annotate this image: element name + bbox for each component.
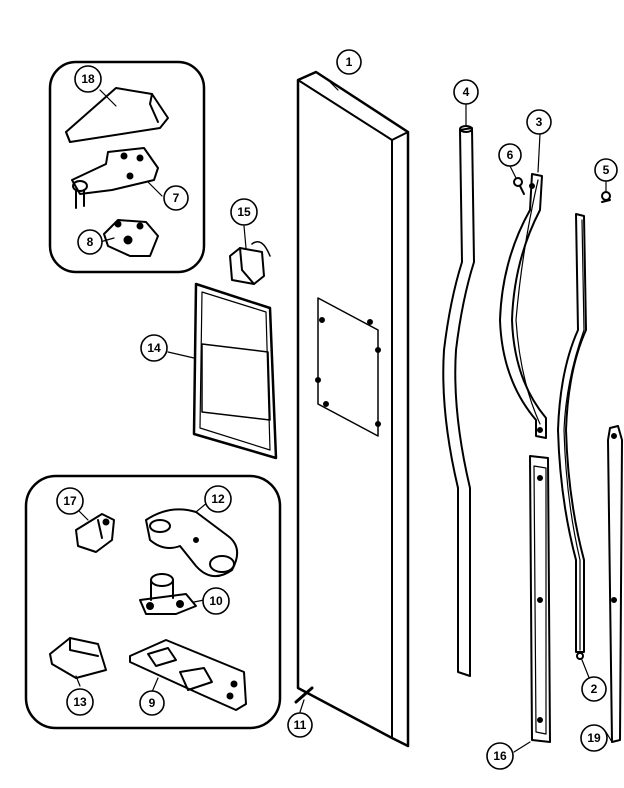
handle-part [499, 133, 547, 439]
handle-screw-part [509, 165, 525, 195]
svg-text:13: 13 [73, 695, 87, 709]
svg-text:12: 12 [211, 492, 225, 506]
svg-text:15: 15 [237, 205, 251, 219]
upper-hinge-inset [48, 60, 206, 274]
svg-text:7: 7 [173, 191, 180, 205]
door-panel-part [296, 70, 410, 748]
svg-text:11: 11 [294, 718, 307, 732]
callout-12: 12 [204, 485, 232, 513]
callout-11: 11 [287, 712, 313, 738]
callout-18: 18 [74, 65, 102, 93]
callout-layer: 1 2 3 4 5 6 7 8 9 10 11 12 13 14 15 16 1… [56, 49, 618, 770]
svg-text:3: 3 [536, 115, 543, 129]
callout-19: 19 [580, 724, 608, 752]
callout-15: 15 [230, 198, 258, 226]
hinge-cover-part [65, 87, 169, 143]
svg-text:4: 4 [463, 85, 470, 99]
handle-tube-part [442, 103, 475, 677]
small-screw-part [601, 181, 611, 203]
svg-text:6: 6 [507, 148, 514, 162]
callout-13: 13 [66, 688, 94, 716]
svg-text:10: 10 [209, 594, 223, 608]
trim-strip-part [513, 455, 551, 753]
callout-3: 3 [526, 109, 552, 135]
svg-text:1: 1 [346, 55, 353, 69]
top-hinge-plate-part [71, 147, 159, 209]
callout-2: 2 [581, 676, 607, 702]
svg-text:5: 5 [603, 163, 610, 177]
callout-7: 7 [163, 185, 189, 211]
hinge-shim-part [103, 219, 159, 257]
svg-text:8: 8 [87, 235, 94, 249]
svg-text:19: 19 [587, 731, 601, 745]
callout-9: 9 [139, 690, 165, 716]
screw-part [294, 686, 314, 713]
svg-text:16: 16 [493, 749, 507, 763]
callout-14: 14 [140, 334, 168, 362]
callout-6: 6 [498, 143, 522, 167]
svg-text:9: 9 [149, 696, 156, 710]
spacer-part [49, 637, 107, 679]
callout-16: 16 [486, 742, 514, 770]
lower-hinge-inset [24, 474, 282, 730]
callout-4: 4 [453, 79, 479, 105]
svg-text:14: 14 [147, 341, 161, 355]
handle-right-part [557, 213, 591, 681]
svg-text:17: 17 [63, 494, 77, 508]
callout-5: 5 [594, 158, 618, 182]
bracket-part [75, 513, 115, 553]
hinge-cap-part [145, 508, 239, 577]
callout-8: 8 [77, 229, 103, 255]
svg-text:2: 2 [591, 682, 598, 696]
plug-part [229, 225, 271, 285]
long-trim-part [605, 425, 623, 743]
hinge-pin-part [139, 573, 197, 615]
svg-text:18: 18 [81, 72, 95, 86]
callout-17: 17 [56, 487, 84, 515]
bottom-hinge-plate-part [129, 639, 247, 711]
callout-1: 1 [336, 49, 362, 75]
callout-10: 10 [202, 587, 230, 615]
dispenser-panel-part [167, 282, 278, 460]
